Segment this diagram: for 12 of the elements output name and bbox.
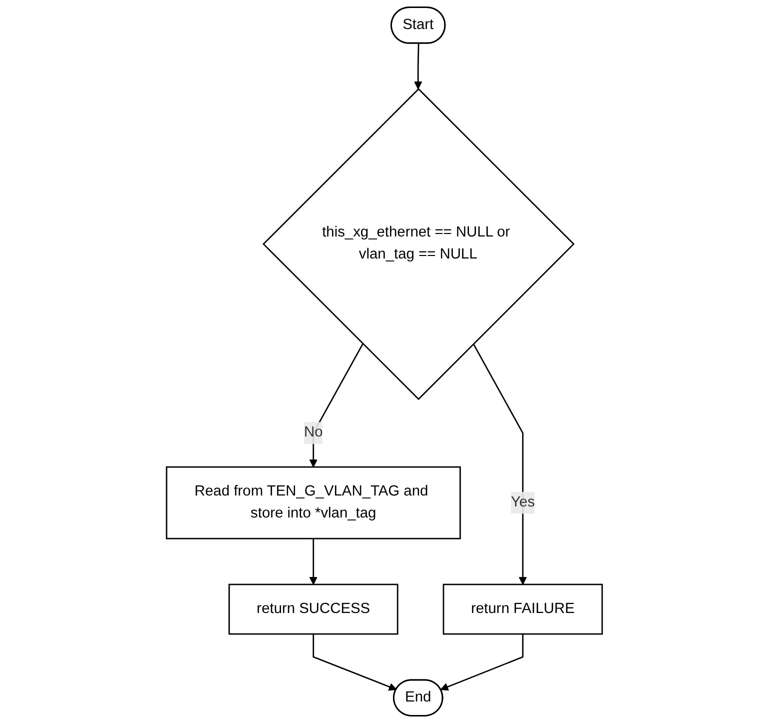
edge-label: No [304,424,323,440]
node-box: Read from TEN_G_VLAN_TAG and store into *vlan_tag [166,466,461,540]
arrow [414,44,422,90]
arrow [309,344,364,468]
node-box: return SUCCESS [228,584,398,635]
edge-label: Yes [510,494,535,510]
node-box: return FAILURE [442,584,603,635]
arrow [312,634,397,691]
arrow [472,344,527,585]
arrow [440,634,524,691]
node-diamond: this_xg_ethernet == NULL or vlan_tag == NULL [262,88,575,400]
arrow [309,538,318,585]
